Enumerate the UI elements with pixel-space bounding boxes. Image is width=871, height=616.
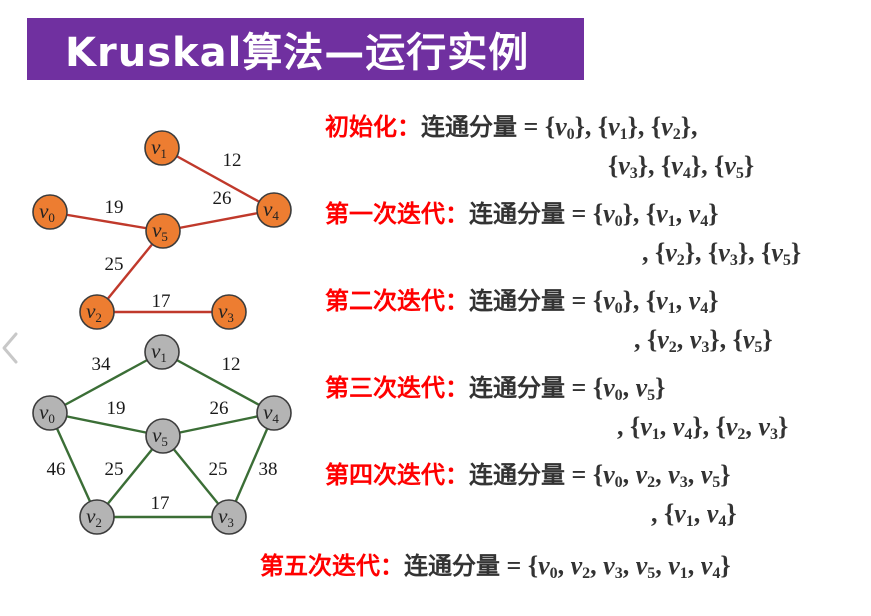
orig-weight-v0-v2: 46 — [47, 459, 66, 480]
step-3: 第三次迭代：连通分量 = {v0, v5} — [325, 373, 666, 404]
step-3-components-cont: , {v1, v4}, {v2, v3} — [617, 412, 789, 443]
orig-node-v5: v5 — [145, 418, 181, 454]
orig-node-v4: v4 — [256, 395, 292, 431]
orig-weight-v0-v1: 34 — [92, 354, 112, 375]
step-5-components: = {v0, v2, v3, v5, v1, v4} — [500, 551, 731, 582]
result-node-v1: v1 — [144, 130, 180, 166]
svg-text:v1: v1 — [151, 135, 167, 161]
step-0-components-cont: {v3}, {v4}, {v5} — [608, 151, 755, 182]
svg-text:v5: v5 — [152, 218, 168, 244]
orig-weight-v2-v5: 25 — [105, 459, 124, 480]
step-2-components: = {v0}, {v1, v4} — [565, 286, 719, 317]
svg-text:v4: v4 — [263, 197, 279, 223]
step-4-components-cont: , {v1, v4} — [651, 499, 737, 530]
result-edge-v5-v4 — [162, 208, 275, 233]
step-0-components: = {v0}, {v1}, {v2}, — [517, 112, 698, 143]
orig-weight-v1-v4: 12 — [222, 354, 241, 375]
step-1-components-cont: , {v2}, {v3}, {v5} — [642, 238, 802, 269]
result-tree-graph: 12 19 26 25 17 v0 v1 v2 v3 v4 v5 — [32, 130, 292, 330]
result-node-v3: v3 — [211, 294, 247, 330]
step-5-label: 第五次迭代： — [260, 552, 404, 580]
svg-text:v1: v1 — [151, 339, 167, 365]
step-5-cc-label: 连通分量 — [404, 552, 500, 580]
step-4: 第四次迭代：连通分量 = {v0, v2, v3, v5} — [325, 460, 731, 491]
result-weight-v1-v4: 12 — [223, 150, 242, 171]
step-2-components-cont: , {v2, v3}, {v5} — [634, 325, 773, 356]
step-0-label: 初始化： — [325, 113, 421, 141]
svg-text:v0: v0 — [39, 199, 55, 225]
step-1-cc-label: 连通分量 — [469, 200, 565, 228]
original-graph: 34 12 19 26 46 25 25 38 17 v0 v1 v2 v3 v4 v5 — [32, 334, 292, 535]
svg-text:v2: v2 — [86, 299, 102, 325]
svg-text:v3: v3 — [218, 504, 234, 530]
step-5: 第五次迭代：连通分量 = {v0, v2, v3, v5, v1, v4} — [260, 551, 731, 582]
slide-title: Kruskal算法—运行实例 — [65, 30, 530, 76]
result-weight-v2-v3: 17 — [152, 291, 171, 312]
orig-node-v0: v0 — [32, 395, 68, 431]
chevron-left-icon[interactable] — [0, 330, 22, 366]
orig-edge-v0-v5 — [49, 411, 164, 438]
result-edge-v0-v5 — [49, 210, 164, 233]
result-edge-v1-v4 — [161, 146, 275, 212]
orig-node-v1: v1 — [144, 334, 180, 370]
orig-edge-v1-v4 — [161, 350, 275, 415]
orig-weight-v0-v5: 19 — [107, 398, 126, 419]
orig-weight-v5-v3: 25 — [209, 459, 228, 480]
result-node-v2: v2 — [79, 294, 115, 330]
step-4-label: 第四次迭代： — [325, 461, 469, 489]
svg-text:v0: v0 — [39, 400, 55, 426]
orig-node-v2: v2 — [79, 499, 115, 535]
title-bar: Kruskal算法—运行实例 — [27, 18, 584, 80]
orig-weight-v4-v3: 38 — [259, 459, 278, 480]
step-3-label: 第三次迭代： — [325, 374, 469, 402]
orig-edge-v0-v1 — [49, 350, 163, 415]
step-1-label: 第一次迭代： — [325, 200, 469, 228]
svg-text:v5: v5 — [152, 423, 168, 449]
result-weight-v5-v2: 25 — [105, 254, 124, 275]
svg-text:v4: v4 — [263, 400, 279, 426]
result-node-v0: v0 — [32, 194, 68, 230]
step-0-cc-label: 连通分量 — [421, 113, 517, 141]
step-2-label: 第二次迭代： — [325, 287, 469, 315]
step-1: 第一次迭代：连通分量 = {v0}, {v1, v4} — [325, 199, 719, 230]
svg-text:v3: v3 — [218, 299, 234, 325]
step-1-components: = {v0}, {v1, v4} — [565, 199, 719, 230]
step-4-cc-label: 连通分量 — [469, 461, 565, 489]
svg-text:v2: v2 — [86, 504, 102, 530]
step-2: 第二次迭代：连通分量 = {v0}, {v1, v4} — [325, 286, 719, 317]
orig-weight-v2-v3: 17 — [151, 493, 170, 514]
step-3-components: = {v0, v5} — [565, 373, 666, 404]
orig-edge-v4-v3 — [227, 412, 276, 518]
step-2-cc-label: 连通分量 — [469, 287, 565, 315]
result-weight-v0-v5: 19 — [105, 197, 124, 218]
step-4-components: = {v0, v2, v3, v5} — [565, 460, 731, 491]
orig-node-v3: v3 — [211, 499, 247, 535]
orig-weight-v5-v4: 26 — [210, 398, 229, 419]
step-0: 初始化：连通分量 = {v0}, {v1}, {v2}, — [325, 112, 698, 143]
step-3-cc-label: 连通分量 — [469, 374, 565, 402]
graph-diagrams: 12 19 26 25 17 v0 v1 v2 v3 v4 v5 34 12 19 26 46 25 25 38 1… — [32, 130, 292, 535]
result-weight-v5-v4: 26 — [213, 188, 232, 209]
result-node-v5: v5 — [145, 213, 181, 249]
orig-edge-v5-v4 — [162, 411, 275, 438]
result-node-v4: v4 — [256, 192, 292, 228]
orig-edge-v0-v2 — [48, 412, 99, 518]
